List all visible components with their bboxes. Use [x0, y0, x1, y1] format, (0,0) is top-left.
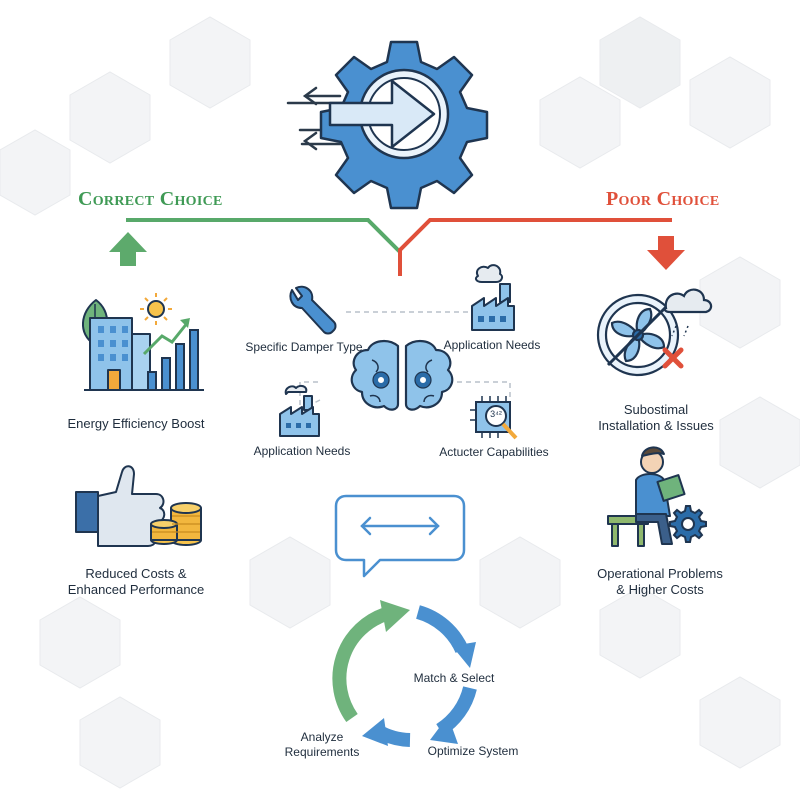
up-arrow-icon: [109, 232, 147, 266]
application-needs-bottom-label: Application Needs: [253, 444, 351, 458]
actuator-capabilities-label: Actucter Capabilities: [439, 445, 549, 459]
correct-choice-title: Correct Choice: [78, 188, 223, 210]
down-arrow-icon: [647, 236, 685, 270]
suboptimal-installation-label: Subostimal Installation & Issues: [598, 402, 714, 433]
damper-type-label: Specific Damper Type: [245, 340, 363, 354]
analyze-requirements-label: Analyze Requirements: [284, 730, 360, 759]
match-select-label: Match & Select: [413, 671, 495, 685]
operational-problems-label: Operational Problems & Higher Costs: [597, 566, 723, 597]
chip-text: 3⁴²: [490, 409, 502, 419]
poor-choice-title: Poor Choice: [606, 188, 720, 210]
reduced-costs-label: Reduced Costs & Enhanced Performance: [67, 566, 205, 597]
energy-efficiency-label: Energy Efficiency Boost: [67, 416, 205, 431]
application-needs-top-label: Application Needs: [443, 338, 541, 352]
optimize-system-label: Optimize System: [427, 744, 519, 758]
